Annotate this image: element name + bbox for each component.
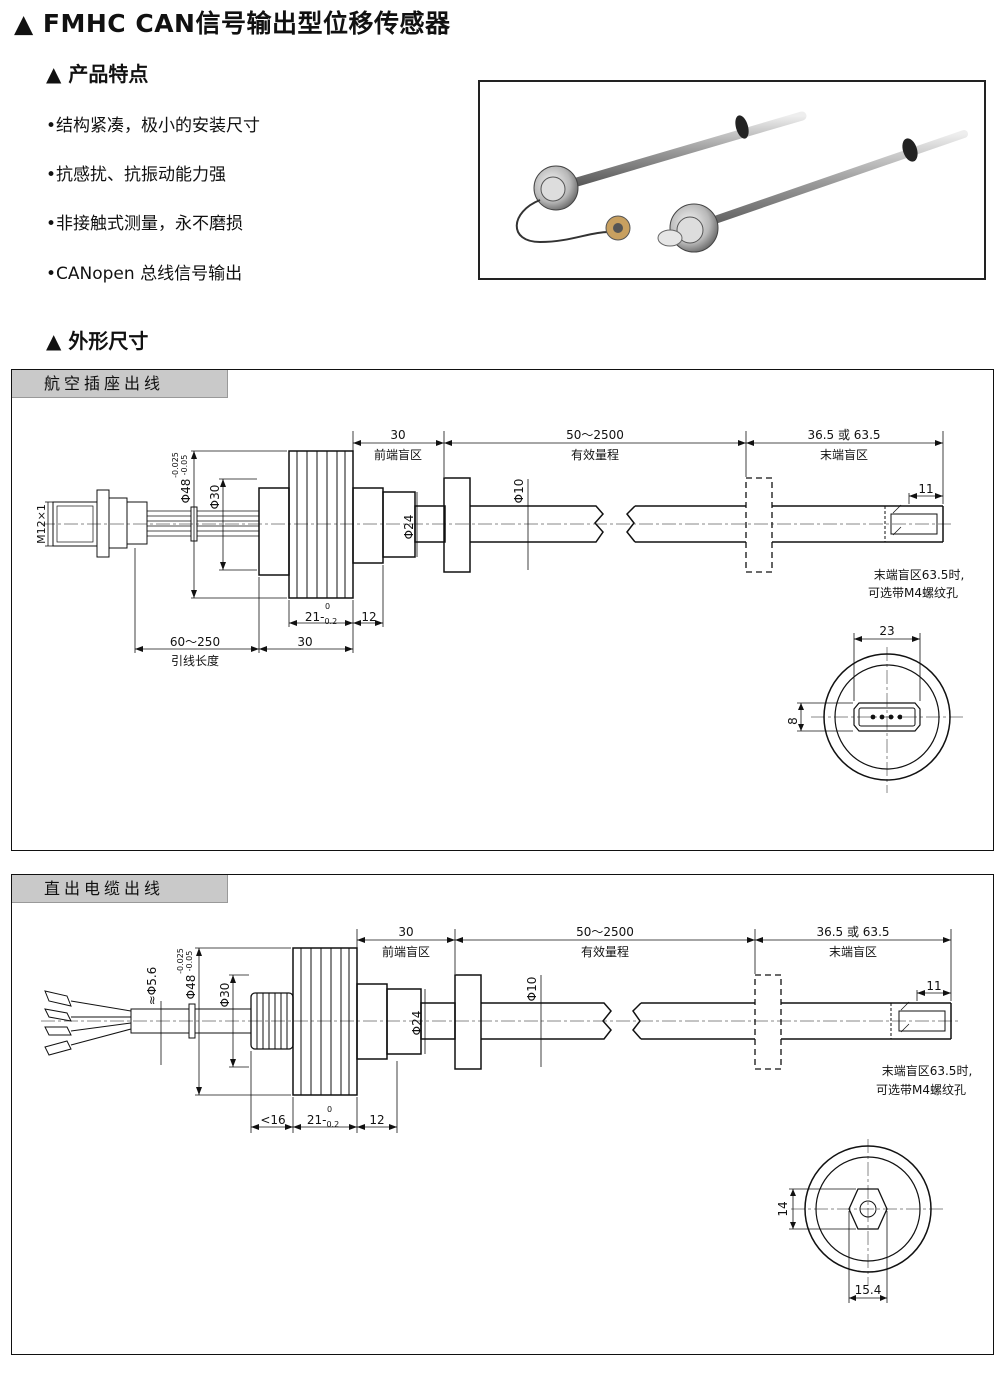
feature-item: •结构紧凑，极小的安装尺寸 [46,116,261,136]
phi48-tol-bottom: -0.05 [180,455,189,476]
dim-end: 36.5 或 63.5 [807,428,880,442]
dim-30: 30 [390,428,405,442]
dim-11: 11 [926,979,941,993]
dims-heading: ▲ 外形尺寸 [46,329,149,353]
phi48-label: Φ48 [184,975,198,1000]
dim-23: 23 [879,624,894,638]
dim-front-label: 前端盲区 [382,944,430,959]
dim-14: 14 [776,1201,790,1216]
feature-item: •CANopen 总线信号输出 [46,264,243,284]
panel-tab: 航空插座出线 [12,370,228,398]
m12-label: M12×1 [35,504,48,544]
panel-tab: 直出电缆出线 [12,875,228,903]
phi48-tol-top: -0.025 [176,948,185,974]
product-illustration [515,111,968,253]
note-line1: 末端盲区63.5时, [882,1063,973,1078]
feature-item: •非接触式测量，永不磨损 [46,214,244,234]
dim-range: 50～2500 [566,428,624,442]
dim-30b: 30 [297,635,312,649]
dim-21-tol-upper: 0 [327,1105,332,1114]
dim-lead-length: 60～250 [170,635,220,649]
phi24-label: Φ24 [402,515,416,540]
panel-aviation-plug: 航空插座出线 [11,369,994,851]
dim-range: 50～2500 [576,925,634,939]
product-photo [478,80,986,280]
note-line1: 末端盲区63.5时, [874,567,965,582]
phi30-label: Φ30 [218,983,232,1008]
phi48-label: Φ48 [179,479,193,504]
dim-16: <16 [260,1113,285,1127]
drawing-direct-cable: 30 前端盲区 50～2500 有效量程 36.5 或 63.5 末端盲区 11… [41,925,973,1303]
features-heading: ▲ 产品特点 [46,62,149,86]
dim-21: 21-0.2 [305,610,337,626]
note-line2: 可选带M4螺纹孔 [876,1083,966,1097]
phi10-label: Φ10 [512,479,526,504]
dim-21-tol-upper: 0 [325,602,330,611]
drawing-aviation-plug: 30 前端盲区 50～2500 有效量程 36.5 或 63.5 末端盲区 11… [35,428,965,793]
dim-end-label: 末端盲区 [820,447,868,462]
panel-direct-cable: 直出电缆出线 [11,874,994,1355]
phi56-label: ≈Φ5.6 [145,967,159,1006]
dim-end-label: 末端盲区 [829,944,877,959]
dim-15-4: 15.4 [855,1283,882,1297]
dim-lead-label: 引线长度 [171,653,219,668]
page-title: ▲ FMHC CAN信号输出型位移传感器 [14,9,451,38]
phi48-tol-bottom: -0.05 [185,951,194,972]
dim-12: 12 [361,610,376,624]
phi10-label: Φ10 [525,977,539,1002]
dim-11: 11 [918,482,933,496]
dim-12: 12 [369,1113,384,1127]
phi24-label: Φ24 [410,1011,424,1036]
note-line2: 可选带M4螺纹孔 [868,586,958,600]
dim-8: 8 [786,717,800,725]
phi48-tol-top: -0.025 [171,452,180,478]
phi30-label: Φ30 [208,485,222,510]
dim-30: 30 [398,925,413,939]
dim-range-label: 有效量程 [571,447,619,462]
dim-range-label: 有效量程 [581,944,629,959]
dim-21: 21-0.2 [307,1113,339,1129]
dim-end: 36.5 或 63.5 [816,925,889,939]
feature-item: •抗感扰、抗振动能力强 [46,165,227,185]
dim-front-label: 前端盲区 [374,447,422,462]
